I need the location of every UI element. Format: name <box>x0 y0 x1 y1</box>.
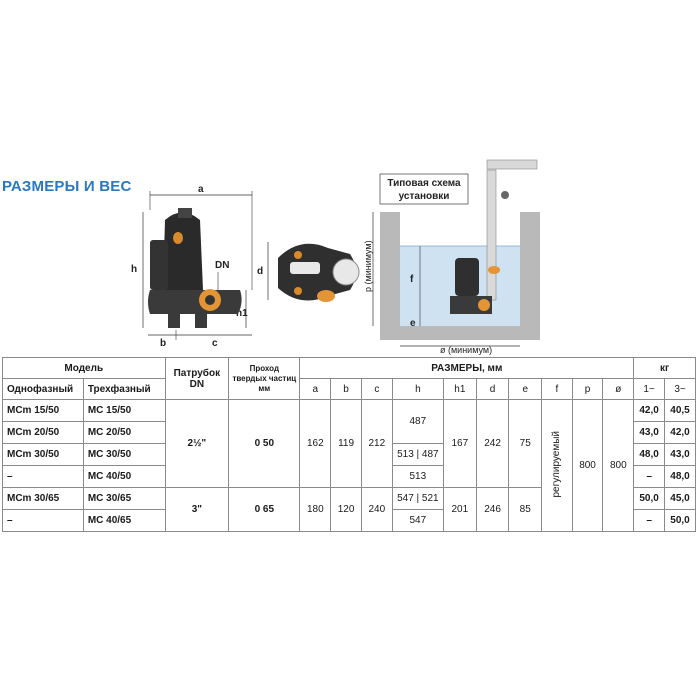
label-d-min: ø (минимум) <box>440 345 492 355</box>
cell-f: регулируемый <box>541 399 573 532</box>
dimension-drawings: a h h1 b c DN d Типовая схема <box>131 159 540 355</box>
cell-passage-50: 0 50 <box>228 399 301 488</box>
cell-h1-50: 167 <box>442 399 477 488</box>
label-e: e <box>410 318 416 329</box>
header-col-f: f <box>541 378 573 400</box>
header-weight: кг <box>633 357 696 379</box>
header-col-b: b <box>330 378 362 400</box>
label-dn: DN <box>215 260 229 271</box>
header-col-h: h <box>391 378 444 400</box>
header-w3: 3~ <box>664 378 696 400</box>
header-col-p: p <box>571 378 604 400</box>
cell-p: 800 <box>571 399 604 532</box>
pump-side-view: a h h1 b c DN <box>131 184 253 349</box>
table-row: MCm 30/50 MC 30/50 513 | 487 48,0 43,0 <box>2 443 696 466</box>
label-d: d <box>257 266 263 277</box>
header-col-d: d <box>475 378 510 400</box>
header-col-e: e <box>508 378 543 400</box>
table-row: – MC 40/50 513 – 48,0 <box>2 465 696 488</box>
table-row: – MC 40/65 547 – 50,0 <box>2 509 696 532</box>
label-b: b <box>160 338 166 349</box>
label-p-min: p (минимум) <box>363 240 373 292</box>
header-w1: 1~ <box>633 378 666 400</box>
label-a: a <box>198 184 204 195</box>
label-c: c <box>212 338 218 349</box>
cell-c-50: 212 <box>360 399 393 488</box>
cell-h-50-b: 513 | 487 <box>391 443 444 466</box>
cell-passage-65: 0 65 <box>228 487 301 532</box>
cell-h-65-b: 547 <box>391 509 444 532</box>
cell-b-65: 120 <box>330 487 362 532</box>
cell-a-65: 180 <box>299 487 332 532</box>
header-model: Модель <box>2 357 166 379</box>
cell-e-65: 85 <box>508 487 543 532</box>
pump-top-view: d <box>257 242 360 302</box>
cell-dn-50: 2½" <box>164 399 230 488</box>
label-f: f <box>410 274 414 285</box>
header-three-phase: Трехфазный <box>82 378 166 400</box>
header-single-phase: Однофазный <box>2 378 84 400</box>
cell-e-50: 75 <box>508 399 543 488</box>
cell-dn-65: 3" <box>164 487 230 532</box>
header-col-c: c <box>360 378 393 400</box>
header-dimensions: РАЗМЕРЫ, мм <box>299 357 635 379</box>
page-title: РАЗМЕРЫ И ВЕС <box>2 178 132 195</box>
cell-diam: 800 <box>602 399 635 532</box>
scheme-title-line1: Типовая схема <box>387 178 461 189</box>
cell-h-50-a: 487 <box>391 399 444 444</box>
scheme-title-line2: установки <box>399 191 450 202</box>
label-h1: h1 <box>236 308 248 319</box>
cell-h-65-a: 547 | 521 <box>391 487 444 510</box>
cell-a-50: 162 <box>299 399 332 488</box>
cell-h1-65: 201 <box>442 487 477 532</box>
cell-c-65: 240 <box>360 487 393 532</box>
cell-b-50: 119 <box>330 399 362 488</box>
cell-h-50-c: 513 <box>391 465 444 488</box>
installation-scheme: Типовая схема установки p (минимум) f e … <box>363 159 540 355</box>
header-col-h1: h1 <box>442 378 477 400</box>
label-h: h <box>131 264 137 275</box>
table-row: MCm 15/50 MC 15/50 2½" 0 50 162 119 212 … <box>2 399 696 532</box>
header-col-a: a <box>299 378 332 400</box>
cell-d-65: 246 <box>475 487 510 532</box>
cell-d-50: 242 <box>475 399 510 488</box>
header-col-diam: ø <box>602 378 635 400</box>
